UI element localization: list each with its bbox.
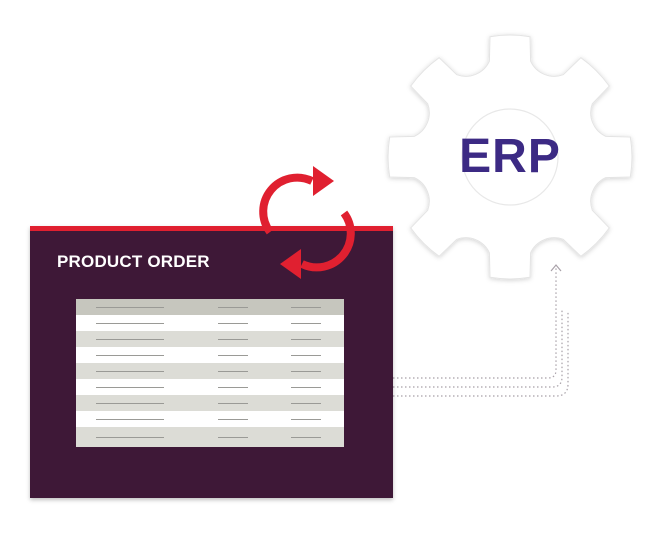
cell-line — [218, 355, 248, 356]
cell-line — [218, 307, 248, 308]
cell-line — [218, 323, 248, 324]
cell-line — [291, 437, 321, 438]
cell-line — [218, 437, 248, 438]
cell-line — [291, 323, 321, 324]
table-row — [76, 315, 344, 331]
cell-line — [291, 355, 321, 356]
cell-line — [96, 403, 164, 404]
cell-line — [96, 339, 164, 340]
cell-line — [96, 437, 164, 438]
table-row — [76, 363, 344, 379]
cell-line — [96, 307, 164, 308]
cell-line — [291, 387, 321, 388]
table-row — [76, 331, 344, 347]
table-header-row — [76, 299, 344, 315]
cell-line — [96, 323, 164, 324]
card-top-accent — [30, 226, 393, 231]
cell-line — [218, 387, 248, 388]
table-row — [76, 395, 344, 411]
cell-line — [291, 371, 321, 372]
cell-line — [291, 419, 321, 420]
product-order-card: PRODUCT ORDER — [30, 226, 393, 498]
cell-line — [218, 419, 248, 420]
cell-line — [291, 339, 321, 340]
cell-line — [96, 355, 164, 356]
cell-line — [291, 307, 321, 308]
cell-line — [218, 403, 248, 404]
cell-line — [218, 371, 248, 372]
cell-line — [96, 387, 164, 388]
table-row — [76, 427, 344, 447]
cell-line — [96, 419, 164, 420]
cell-line — [291, 403, 321, 404]
table-row — [76, 379, 344, 395]
order-title: PRODUCT ORDER — [57, 252, 210, 271]
cell-line — [218, 339, 248, 340]
table-row — [76, 347, 344, 363]
erp-label: ERP — [459, 130, 561, 183]
order-table — [76, 299, 344, 447]
cell-line — [96, 371, 164, 372]
table-row — [76, 411, 344, 427]
